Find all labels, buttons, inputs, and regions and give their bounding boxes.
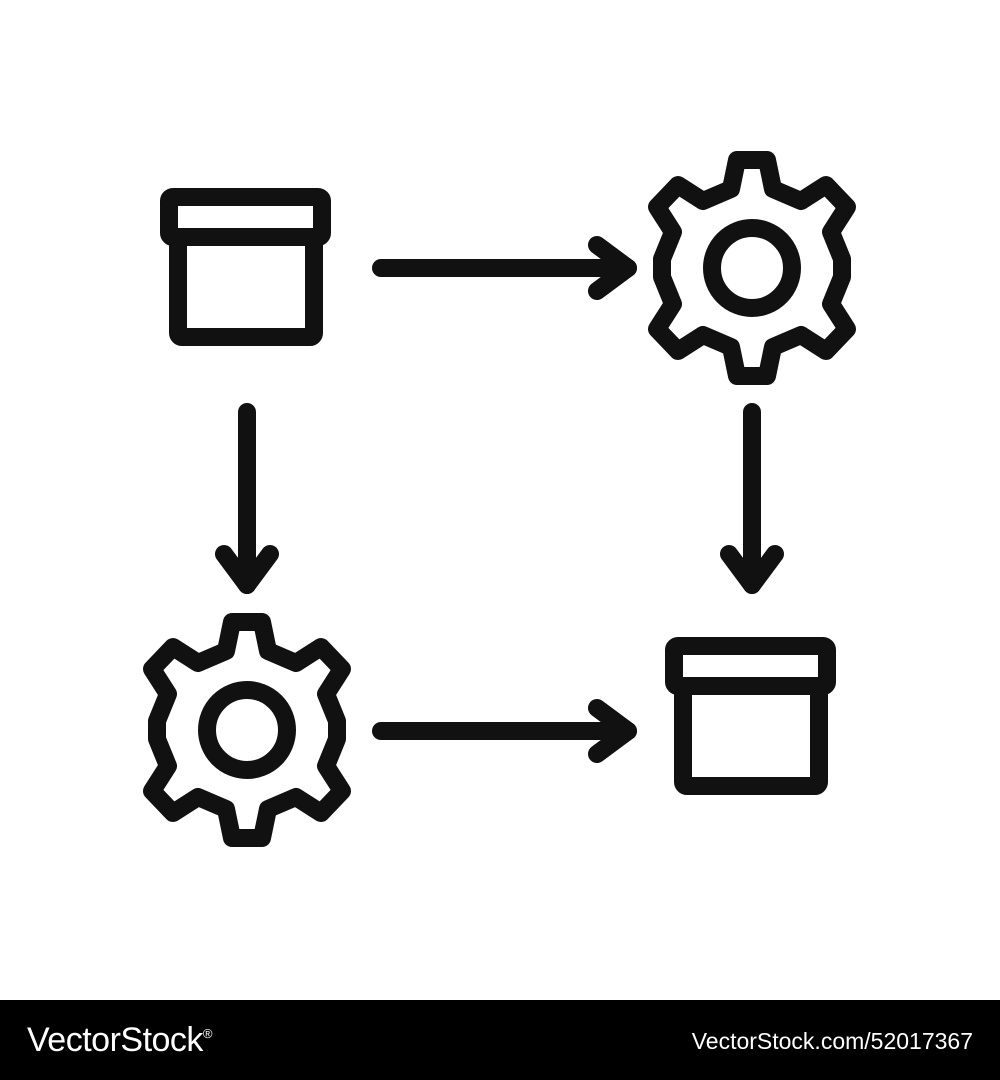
box-icon xyxy=(160,188,331,346)
brand-logo: VectorStock® xyxy=(27,1018,213,1062)
watermark-footer: VectorStock® VectorStock.com/52017367 xyxy=(0,1000,1000,1080)
arrow-right-icon xyxy=(372,699,637,763)
gear-icon xyxy=(152,622,342,838)
arrow-right-icon xyxy=(372,236,637,300)
gear-outline xyxy=(152,622,342,838)
gear-hub xyxy=(703,219,801,317)
box-lid xyxy=(160,188,331,246)
image-id: VectorStock.com/52017367 xyxy=(691,1028,973,1054)
box-body xyxy=(674,677,828,795)
diagram-canvas xyxy=(0,0,1000,1000)
box-lid xyxy=(665,637,836,695)
arrow-down-icon xyxy=(720,403,784,594)
workflow-diagram xyxy=(0,0,1000,1000)
gear-icon xyxy=(657,160,847,376)
box-icon xyxy=(665,637,836,795)
brand-name: VectorStock xyxy=(27,1021,203,1059)
arrow-down-icon xyxy=(215,403,279,594)
box-body xyxy=(169,228,323,346)
gear-hub xyxy=(198,681,296,779)
gear-outline xyxy=(657,160,847,376)
brand-mark: ® xyxy=(202,1026,213,1041)
